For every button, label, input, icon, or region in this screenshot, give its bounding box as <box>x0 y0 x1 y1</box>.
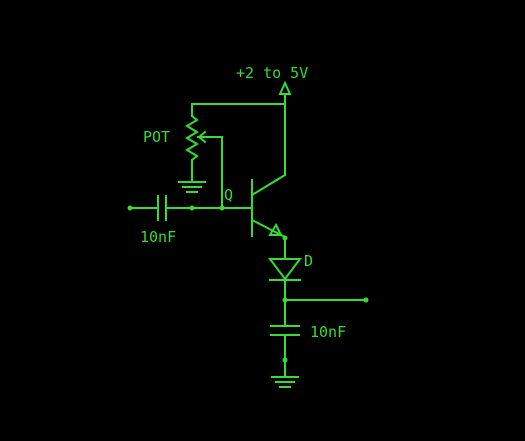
diode-label: D <box>304 252 313 270</box>
input-capacitor <box>157 195 167 221</box>
output-capacitor-label: 10nF <box>310 323 346 341</box>
wiper-junction-dot <box>219 205 225 211</box>
supply-arrow-icon <box>278 80 292 95</box>
diode-d <box>268 258 302 281</box>
ground-junction-dot <box>282 357 288 363</box>
output-capacitor <box>270 325 300 336</box>
output-ground-icon <box>271 376 299 388</box>
supply-voltage-label: +2 to 5V <box>236 64 308 82</box>
input-capacitor-label: 10nF <box>140 228 176 246</box>
output-terminal <box>363 297 369 303</box>
transistor-label: Q <box>224 186 233 204</box>
pot-ground-icon <box>178 181 206 193</box>
emitter-arrow-icon <box>268 222 283 236</box>
pot-label: POT <box>143 128 170 146</box>
pot-wiper-arrow-icon <box>197 130 223 144</box>
transistor-q <box>250 173 287 239</box>
base-junction-dot <box>189 205 195 211</box>
potentiometer <box>185 114 199 183</box>
